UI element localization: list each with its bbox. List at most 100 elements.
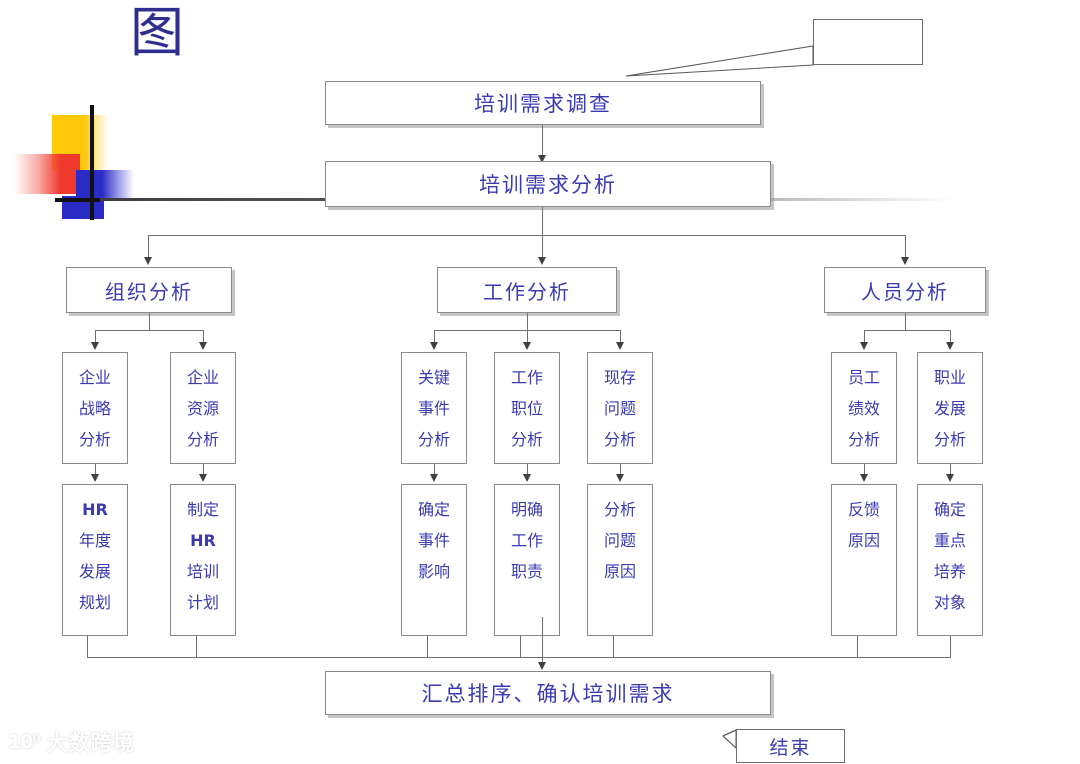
collector-stub-m1 xyxy=(427,636,428,657)
decor-vertical-bar xyxy=(90,105,94,220)
connector-leaf-m1 xyxy=(434,464,435,478)
connector-branch-left xyxy=(148,235,149,261)
connector-branch-middle xyxy=(542,235,543,261)
decor-blue-square xyxy=(76,170,134,200)
leaf-box-career-development-analysis[interactable]: 职业发展分析 xyxy=(917,352,983,464)
leaf-line: 原因 xyxy=(847,531,880,550)
arrow-leaf-l1 xyxy=(91,474,99,482)
top-callout-box[interactable] xyxy=(813,19,923,65)
arrow-job-child2 xyxy=(523,342,531,350)
watermark: 10⁰ 大数跨境 xyxy=(8,727,135,757)
collector-stub-l2 xyxy=(196,636,197,657)
leaf-box-determine-event-impact[interactable]: 确定事件影响 xyxy=(401,484,467,636)
connector-leaf-m2 xyxy=(527,464,528,478)
leaf-line: 分析 xyxy=(78,430,111,449)
leaf-line: 培训 xyxy=(186,562,219,581)
leaf-line: 职责 xyxy=(510,562,543,581)
leaf-box-employee-performance-analysis[interactable]: 员工绩效分析 xyxy=(831,352,897,464)
arrow-leaf-l2 xyxy=(199,474,207,482)
arrow-branch-middle xyxy=(538,257,546,265)
leaf-line: 确定 xyxy=(417,500,450,519)
connector-survey-to-analysis xyxy=(542,125,543,161)
leaf-box-enterprise-strategy-analysis[interactable]: 企业战略分析 xyxy=(62,352,128,464)
collector-stub-l1 xyxy=(87,636,88,657)
leaf-line: 规划 xyxy=(78,593,111,612)
leaf-line: 现存 xyxy=(603,368,636,387)
leaf-box-job-position-analysis[interactable]: 工作职位分析 xyxy=(494,352,560,464)
leaf-box-determine-key-talent[interactable]: 确定重点培养对象 xyxy=(917,484,983,636)
watermark-text: 大数跨境 xyxy=(46,731,135,755)
connector-person-child2 xyxy=(950,330,951,346)
flow-box-organization-analysis[interactable]: 组织分析 xyxy=(66,267,232,313)
leaf-line: 对象 xyxy=(933,593,966,612)
leaf-line: 问题 xyxy=(603,531,636,550)
flow-box-job-analysis[interactable]: 工作分析 xyxy=(437,267,617,313)
connector-leaf-m3 xyxy=(620,464,621,478)
connector-job-child2 xyxy=(527,330,528,346)
leaf-line: 分析 xyxy=(510,430,543,449)
leaf-box-clarify-job-duties[interactable]: 明确工作职责 xyxy=(494,484,560,636)
connector-leaf-r2 xyxy=(950,464,951,478)
leaf-line: 原因 xyxy=(603,562,636,581)
flow-box-training-need-survey[interactable]: 培训需求调查 xyxy=(325,81,761,125)
leaf-box-existing-problem-analysis[interactable]: 现存问题分析 xyxy=(587,352,653,464)
arrow-leaf-r1 xyxy=(860,474,868,482)
leaf-line: 影响 xyxy=(417,562,450,581)
arrow-org-child1 xyxy=(91,342,99,350)
connector-org-child1 xyxy=(95,330,96,346)
leaf-line: 企业 xyxy=(186,368,219,387)
arrow-branch-right xyxy=(901,257,909,265)
leaf-line: 分析 xyxy=(847,430,880,449)
leaf-line: 职位 xyxy=(510,399,543,418)
leaf-box-enterprise-resource-analysis[interactable]: 企业资源分析 xyxy=(170,352,236,464)
leaf-box-key-event-analysis[interactable]: 关键事件分析 xyxy=(401,352,467,464)
leaf-lines: 现存问题分析 xyxy=(588,362,652,455)
arrow-job-child1 xyxy=(430,342,438,350)
leaf-line: 明确 xyxy=(510,500,543,519)
leaf-line: 制定 xyxy=(186,500,219,519)
leaf-line: 资源 xyxy=(186,399,219,418)
leaf-lines: 企业战略分析 xyxy=(63,362,127,455)
leaf-line: 战略 xyxy=(78,399,111,418)
leaf-lines: 确定重点培养对象 xyxy=(918,494,982,618)
leaf-box-feedback-causes[interactable]: 反馈原因 xyxy=(831,484,897,636)
leaf-line: 事件 xyxy=(417,399,450,418)
leaf-line: 计划 xyxy=(186,593,219,612)
connector-branch-bus xyxy=(148,235,905,236)
leaf-line: 确定 xyxy=(933,500,966,519)
decor-horizontal-bar xyxy=(55,198,100,202)
connector-leaf-l1 xyxy=(95,464,96,478)
leaf-box-analyze-problem-causes[interactable]: 分析问题原因 xyxy=(587,484,653,636)
end-callout-box[interactable]: 结束 xyxy=(736,729,845,763)
collector-stub-r2 xyxy=(950,636,951,657)
leaf-line: 分析 xyxy=(603,500,636,519)
leaf-line: 绩效 xyxy=(847,399,880,418)
connector-leaf-r1 xyxy=(864,464,865,478)
collector-stub-m2 xyxy=(520,636,521,657)
connector-job-child1 xyxy=(434,330,435,346)
leaf-lines: 确定事件影响 xyxy=(402,494,466,587)
arrow-person-child2 xyxy=(946,342,954,350)
leaf-line: 分析 xyxy=(933,430,966,449)
arrow-person-child1 xyxy=(860,342,868,350)
flow-box-summarize-confirm-training-needs[interactable]: 汇总排序、确认培训需求 xyxy=(325,671,771,715)
arrow-leaf-r2 xyxy=(946,474,954,482)
connector-org-down xyxy=(149,313,150,330)
collector-stub-r1 xyxy=(857,636,858,657)
leaf-line: 工作 xyxy=(510,531,543,550)
leaf-line: 事件 xyxy=(417,531,450,550)
arrow-survey-to-analysis xyxy=(538,155,546,163)
decor-red-square xyxy=(14,154,80,194)
flow-box-training-need-analysis[interactable]: 培训需求分析 xyxy=(325,161,771,207)
leaf-line: 重点 xyxy=(933,531,966,550)
leaf-lines: 企业资源分析 xyxy=(171,362,235,455)
leaf-line: HR xyxy=(82,500,108,519)
arrow-leaf-m2 xyxy=(523,474,531,482)
flow-box-personnel-analysis[interactable]: 人员分析 xyxy=(824,267,986,313)
leaf-line: 发展 xyxy=(933,399,966,418)
